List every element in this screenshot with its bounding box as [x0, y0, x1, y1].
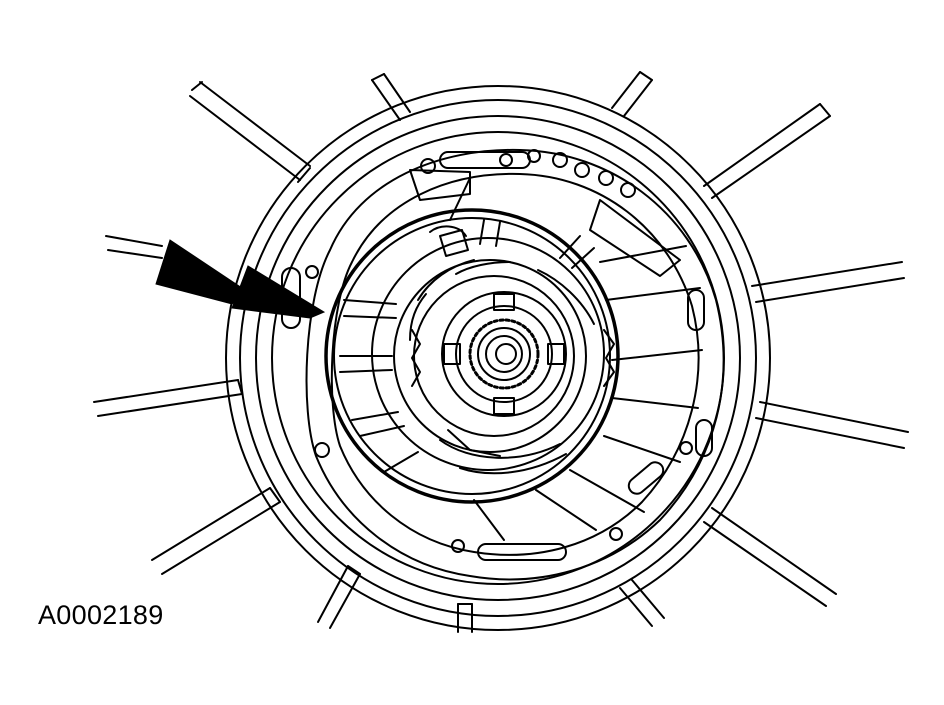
gear-body [371, 237, 615, 475]
plate-contour [305, 148, 725, 581]
inner-spokes [339, 177, 595, 473]
vane-lines [473, 245, 703, 541]
oil-passages [281, 151, 713, 561]
seal-ring [324, 208, 620, 504]
arrow-icon [155, 239, 326, 319]
figure-id-label: A0002189 [38, 600, 164, 630]
radial-spokes [93, 71, 909, 633]
hub [441, 291, 567, 417]
bolt-holes [305, 149, 693, 553]
